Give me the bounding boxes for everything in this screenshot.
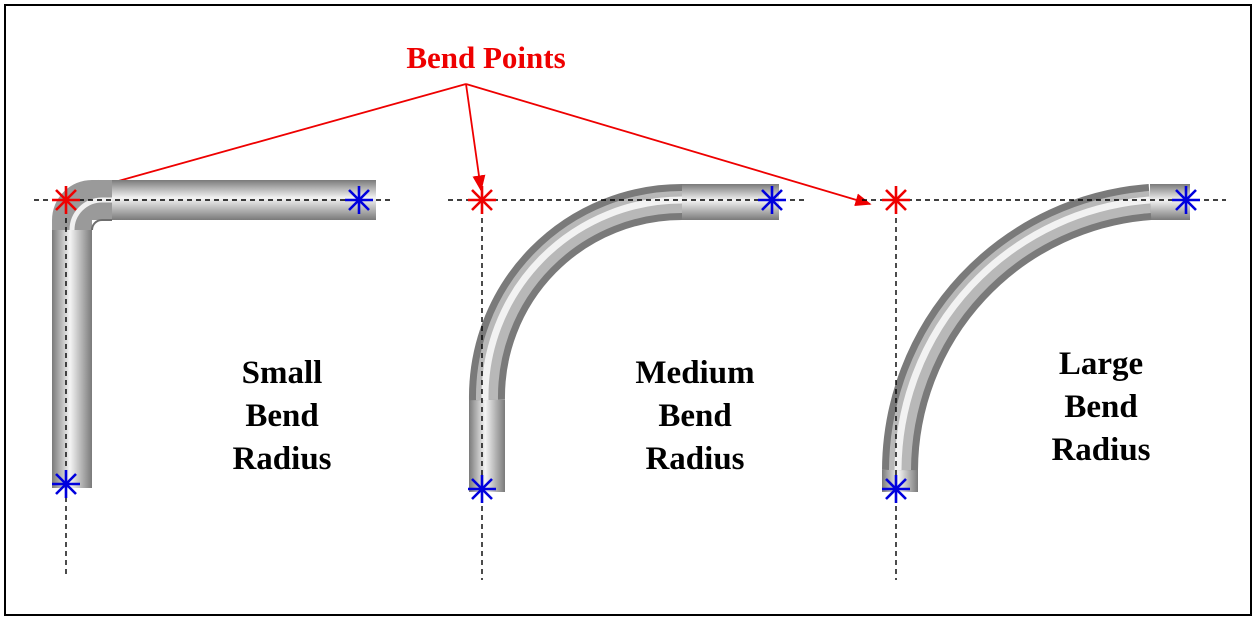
label-line: Radius [1051, 432, 1150, 468]
label-line: Medium [635, 355, 754, 391]
bend-point-marker-medium [468, 186, 496, 214]
small-bend-label: Small Bend Radius [232, 355, 331, 477]
guide-lines [34, 199, 1226, 580]
medium-bend-pipe [468, 184, 779, 492]
label-line: Bend [658, 398, 731, 434]
end-point-marker-large-horizontal [1172, 186, 1200, 214]
large-bend-pipe [882, 184, 1190, 492]
bend-points-heading: Bend Points [406, 40, 565, 75]
label-line: Radius [232, 441, 331, 477]
label-line: Bend [1064, 389, 1137, 425]
end-point-marker-small-horizontal [345, 186, 373, 214]
pipe-arc-highlight [481, 196, 683, 401]
label-line: Radius [645, 441, 744, 477]
pipe-vertical-segment [469, 400, 505, 492]
arrow-to-medium-bend-point [465, 83, 486, 192]
end-point-marker-medium-horizontal [758, 186, 786, 214]
end-point-marker-small-vertical [52, 470, 80, 498]
end-point-markers [52, 186, 1200, 503]
pipe-horizontal-segment [682, 184, 779, 220]
large-bend-label: Large Bend Radius [1051, 346, 1150, 468]
pipe-elbow-inner-edge [91, 219, 112, 231]
annotation-arrows [84, 83, 872, 207]
bend-point-markers [52, 186, 910, 214]
arrow-to-large-bend-point [465, 83, 872, 207]
label-line: Large [1059, 346, 1143, 382]
bend-point-marker-small [52, 186, 80, 214]
label-line: Small [242, 355, 323, 391]
label-line: Bend [245, 398, 318, 434]
end-point-marker-medium-vertical [468, 475, 496, 503]
pipe-arc-highlight [894, 196, 1151, 471]
bend-point-marker-large [882, 186, 910, 214]
arrow-to-small-bend-point [84, 83, 467, 193]
diagram-frame [4, 4, 1252, 616]
medium-bend-label: Medium Bend Radius [635, 355, 754, 477]
pipe-vertical-segment [882, 470, 918, 492]
pipe-vertical-segment [52, 230, 92, 488]
end-point-marker-large-vertical [882, 475, 910, 503]
